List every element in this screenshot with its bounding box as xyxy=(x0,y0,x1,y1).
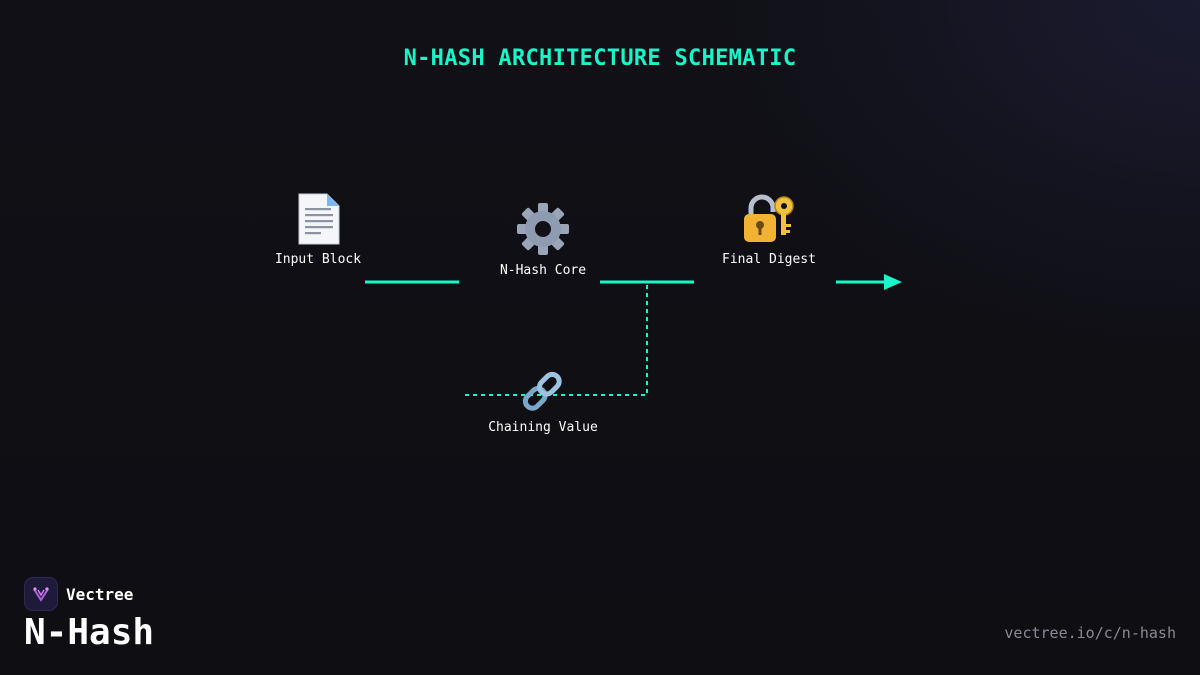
node-label-final-digest: Final Digest xyxy=(722,252,816,267)
node-input-block: Input Block xyxy=(238,192,398,267)
node-chaining-value: Chaining Value xyxy=(463,370,623,435)
node-label-input-block: Input Block xyxy=(274,252,362,267)
brand-name: Vectree xyxy=(66,584,134,604)
product-name: N-Hash xyxy=(24,612,155,653)
document-icon xyxy=(298,193,340,245)
output-arrowhead xyxy=(884,274,902,290)
link-icon xyxy=(522,371,562,411)
node-label-chaining-value: Chaining Value xyxy=(488,420,598,435)
gear-icon xyxy=(517,203,569,255)
node-final-digest: Final Digest xyxy=(689,192,849,267)
brand: Vectree xyxy=(24,577,133,611)
vectree-logo-icon xyxy=(24,577,58,611)
edge-core-to-chain xyxy=(464,285,648,396)
lock-key-icon xyxy=(744,194,794,242)
diagram-title: N-HASH ARCHITECTURE SCHEMATIC xyxy=(403,46,797,71)
footer-url[interactable]: vectree.io/c/n-hash xyxy=(1004,624,1176,642)
node-nhash-core: N-Hash Core xyxy=(463,201,623,278)
node-label-nhash-core: N-Hash Core xyxy=(499,263,587,278)
